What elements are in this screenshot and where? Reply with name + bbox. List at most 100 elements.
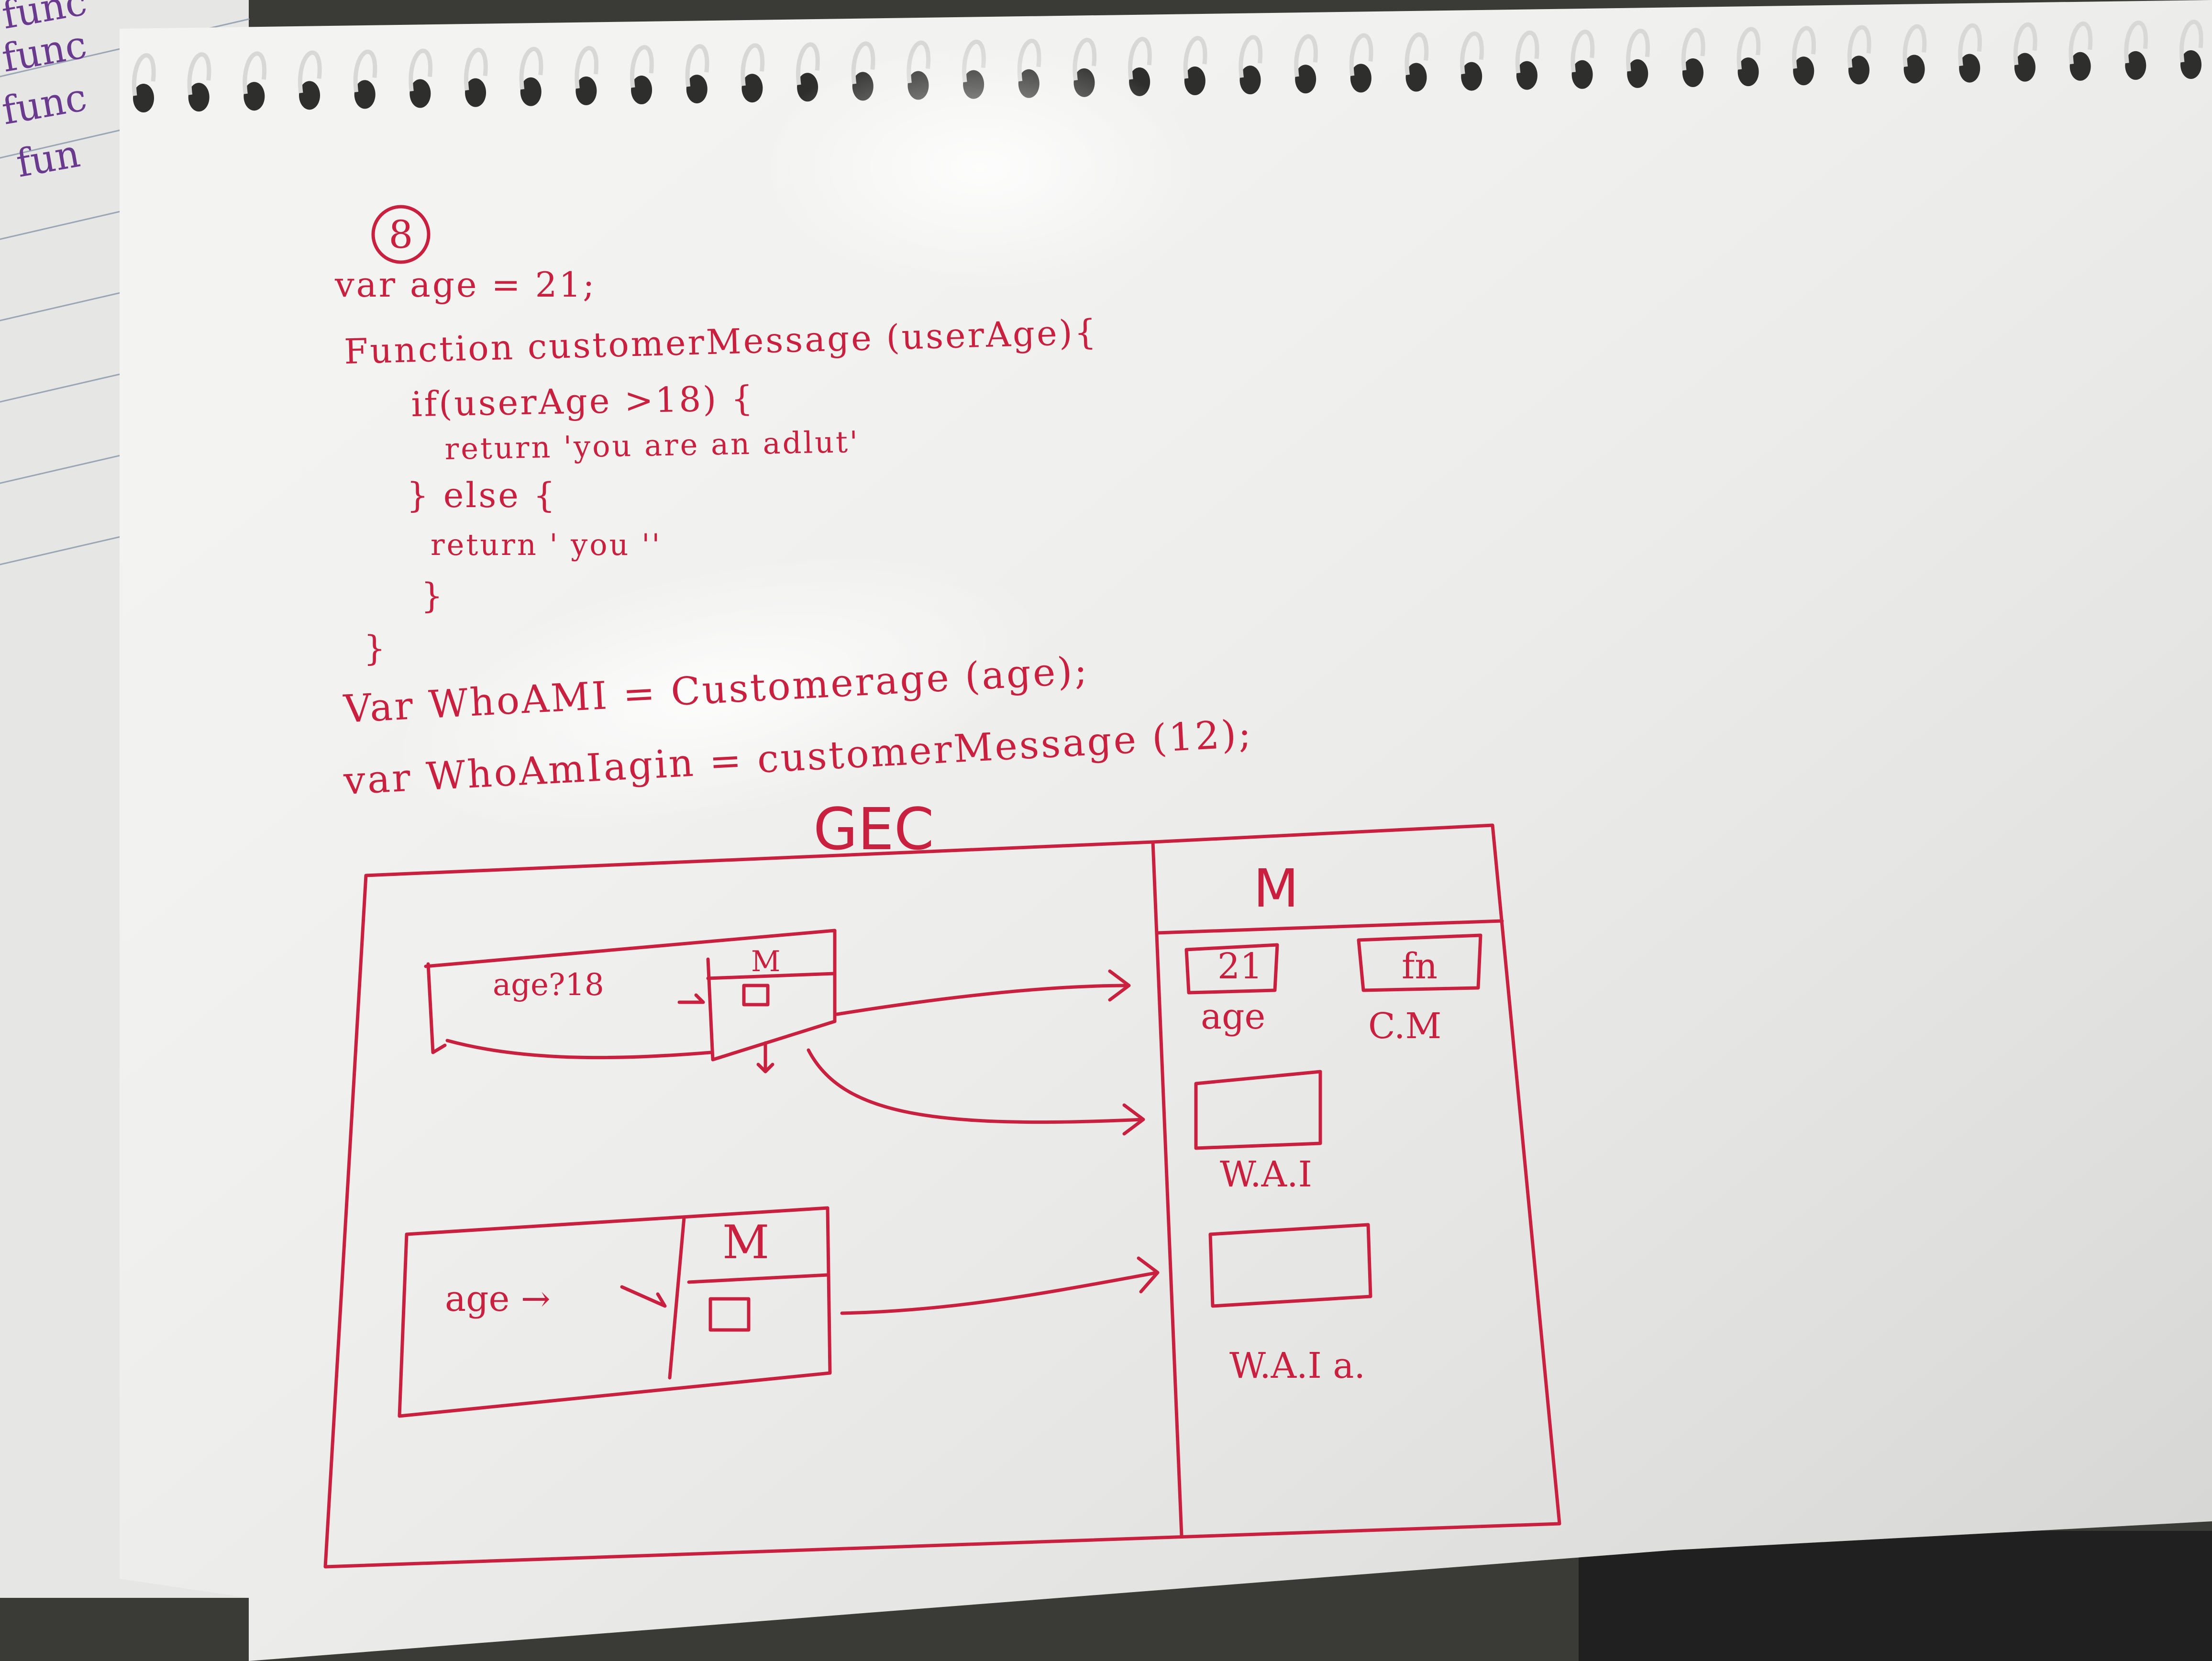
arrow	[840, 1256, 1160, 1315]
binding-hole	[1959, 54, 1980, 83]
binding-ring	[298, 50, 322, 93]
code-line: var age = 21;	[334, 265, 597, 305]
binding-ring	[1792, 26, 1816, 69]
svg-text:21: 21	[1217, 946, 1262, 987]
binding-ring	[409, 48, 432, 92]
binding-ring	[1239, 35, 1263, 78]
binding-ring	[741, 43, 765, 86]
svg-text:age?18: age?18	[493, 967, 604, 1003]
binding-hole	[741, 74, 763, 103]
binding-ring	[1847, 25, 1871, 68]
chair-shadow	[1579, 1531, 2212, 1661]
svg-text:M: M	[722, 1216, 769, 1269]
light-glare	[389, 553, 1046, 834]
code-line: if(userAge >18) {	[411, 378, 755, 424]
binding-hole	[2069, 52, 2091, 81]
spiral-binding	[132, 20, 2203, 112]
binding-ring	[2124, 21, 2148, 64]
binding-hole	[1295, 65, 1316, 94]
memory-cell: W.A.I a.	[1208, 1223, 1372, 1386]
binding-hole	[354, 80, 376, 109]
light-glare	[761, 43, 1201, 292]
paper-shade	[120, 0, 2212, 1661]
binding-ring	[1958, 23, 1982, 66]
binding-hole	[1682, 58, 1703, 88]
binding-hole	[465, 78, 487, 107]
svg-text:age →: age →	[445, 1278, 551, 1319]
binding-ring	[796, 42, 820, 85]
binding-hole	[1903, 55, 1925, 84]
binding-hole	[133, 84, 154, 112]
binding-hole	[299, 81, 321, 110]
binding-hole	[243, 82, 265, 111]
binding-ring	[187, 52, 211, 95]
page-number: 8	[371, 205, 431, 264]
binding-hole	[520, 77, 542, 106]
code-line: }	[364, 628, 387, 668]
binding-hole	[2180, 50, 2201, 79]
binding-ring	[353, 49, 377, 93]
binding-ring	[685, 44, 709, 87]
binding-hole	[1737, 57, 1759, 87]
memory-cell: W.A.I	[1194, 1070, 1322, 1195]
memory-label: M	[1253, 858, 1299, 919]
binding-hole	[575, 76, 597, 105]
svg-text:C.M: C.M	[1368, 1006, 1441, 1047]
binding-ring	[2068, 22, 2093, 65]
binding-hole	[2125, 51, 2146, 80]
svg-text:W.A.I a.: W.A.I a.	[1229, 1345, 1365, 1386]
code-line: return 'you are an adlut'	[444, 424, 860, 466]
binding-hole	[631, 75, 653, 104]
binding-ring	[1902, 24, 1927, 67]
code-line: return ' you ''	[431, 527, 662, 562]
binding-ring	[630, 45, 654, 88]
arrow	[835, 969, 1131, 1016]
binding-hole	[2014, 53, 2035, 82]
binding-ring	[1128, 37, 1152, 80]
memory-header-line	[1156, 919, 1504, 935]
binding-ring	[1349, 33, 1373, 76]
binding-ring	[1515, 30, 1539, 74]
binding-ring	[2179, 20, 2203, 63]
binding-hole	[1571, 60, 1593, 89]
binding-ring	[1626, 29, 1650, 72]
binding-ring	[1681, 28, 1705, 71]
binding-ring	[1183, 36, 1207, 79]
binding-hole	[1627, 59, 1648, 88]
binding-hole	[188, 83, 210, 112]
binding-hole	[1461, 62, 1482, 91]
code-line: }	[421, 576, 445, 616]
binding-hole	[686, 75, 708, 104]
binding-ring	[243, 51, 266, 94]
binding-ring	[575, 46, 598, 89]
binding-hole	[1239, 66, 1261, 95]
svg-text:age: age	[1201, 996, 1265, 1037]
binding-ring	[519, 47, 543, 90]
binding-ring	[2013, 22, 2037, 66]
gec-outer-box	[323, 823, 1561, 1569]
svg-text:W.A.I: W.A.I	[1220, 1154, 1312, 1195]
arrow	[807, 1048, 1145, 1136]
binding-ring	[1294, 34, 1318, 77]
call-context: age → M	[398, 1206, 832, 1418]
margin-note: fun	[13, 131, 83, 186]
binding-ring	[1405, 32, 1429, 76]
memory-cell: 21 age	[1184, 943, 1279, 1037]
call-context: age?18 M	[424, 929, 837, 1074]
binding-hole	[1405, 63, 1427, 92]
binding-ring	[1571, 30, 1595, 73]
svg-text:M: M	[751, 945, 780, 978]
svg-text:fn: fn	[1402, 946, 1438, 987]
binding-hole	[1793, 56, 1814, 86]
binding-ring	[1460, 31, 1484, 75]
svg-text:8: 8	[389, 212, 413, 257]
gec-divider	[1151, 840, 1183, 1538]
gec-diagram: GEC M 21 age fn C.M W.A.I W.A.I a.	[323, 797, 1561, 1569]
binding-ring	[1736, 27, 1761, 70]
binding-hole	[1350, 64, 1371, 93]
binding-hole	[1184, 66, 1206, 96]
binding-ring	[464, 47, 488, 91]
binding-hole	[409, 79, 431, 108]
binding-hole	[1516, 61, 1537, 90]
